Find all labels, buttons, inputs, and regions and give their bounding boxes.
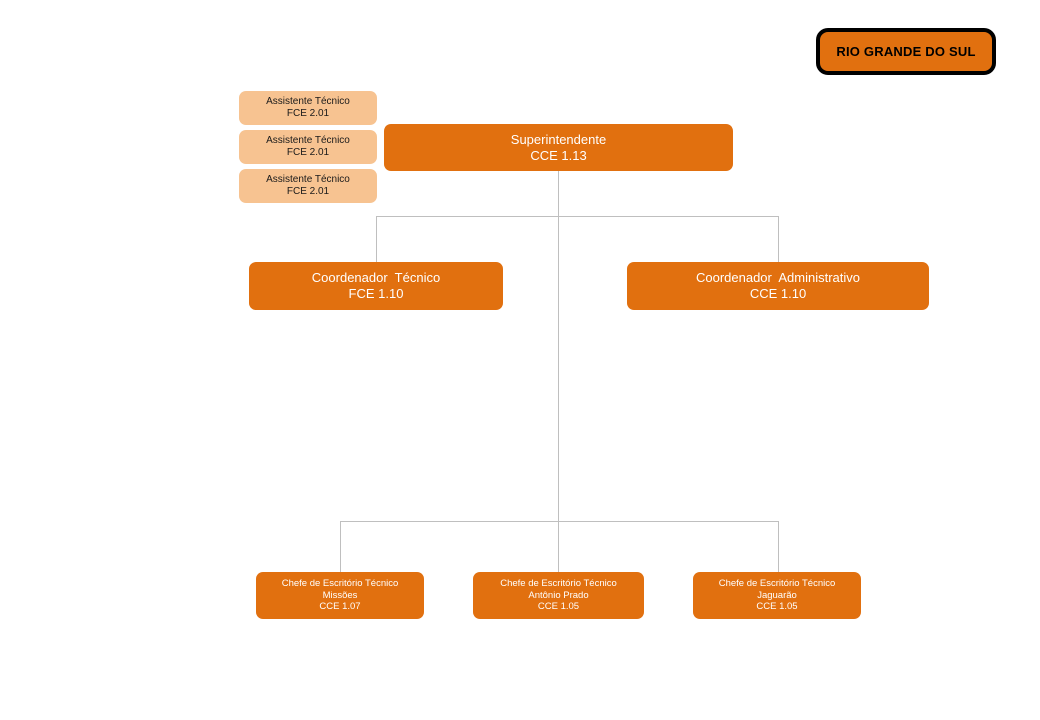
node-code: FCE 2.01: [286, 186, 330, 197]
connector-office-antonio-prado-drop: [558, 521, 559, 572]
node-coordenador-tecnico[interactable]: Coordenador Técnico FCE 1.10: [249, 262, 503, 310]
node-title: Coordenador Técnico: [311, 270, 441, 286]
node-location: Missões: [322, 589, 358, 601]
node-code: CCE 1.07: [319, 601, 361, 613]
node-location: Antônio Prado: [528, 589, 589, 601]
connector-superintendente-stem: [558, 171, 559, 521]
connector-office-jaguarao-drop: [778, 521, 779, 572]
connector-office-missoes-drop: [340, 521, 341, 572]
node-chefe-escritorio-antonio-prado[interactable]: Chefe de Escritório Técnico Antônio Prad…: [473, 572, 644, 619]
node-title: Chefe de Escritório Técnico: [281, 578, 399, 590]
node-assistente-tecnico-1[interactable]: Assistente Técnico FCE 2.01: [239, 91, 377, 125]
node-coordenador-administrativo[interactable]: Coordenador Administrativo CCE 1.10: [627, 262, 929, 310]
node-title: Coordenador Administrativo: [695, 270, 861, 286]
node-title: Assistente Técnico: [266, 95, 350, 107]
node-title: Superintendente: [510, 131, 607, 147]
node-title: Chefe de Escritório Técnico: [718, 578, 836, 590]
connector-offices-bar: [340, 521, 778, 522]
state-title-label: RIO GRANDE DO SUL: [836, 43, 976, 59]
connector-coordinator-administrativo-drop: [778, 216, 779, 262]
connector-coordinator-tecnico-drop: [376, 216, 377, 262]
state-title-plaque: RIO GRANDE DO SUL: [816, 28, 996, 75]
node-title: Chefe de Escritório Técnico: [500, 578, 617, 590]
node-chefe-escritorio-jaguarao[interactable]: Chefe de Escritório Técnico Jaguarão CCE…: [693, 572, 861, 619]
node-code: CCE 1.13: [530, 147, 587, 163]
node-code: CCE 1.05: [537, 601, 580, 613]
node-code: FCE 2.01: [286, 108, 330, 119]
node-assistente-tecnico-2[interactable]: Assistente Técnico FCE 2.01: [239, 130, 377, 164]
node-code: FCE 2.01: [286, 147, 330, 158]
node-location: Jaguarão: [757, 589, 797, 601]
node-title: Assistente Técnico: [266, 173, 350, 185]
node-code: CCE 1.10: [749, 286, 807, 301]
node-code: FCE 1.10: [348, 286, 404, 301]
node-assistente-tecnico-3[interactable]: Assistente Técnico FCE 2.01: [239, 169, 377, 203]
node-superintendente[interactable]: Superintendente CCE 1.13: [384, 124, 733, 171]
node-chefe-escritorio-missoes[interactable]: Chefe de Escritório Técnico Missões CCE …: [256, 572, 424, 619]
node-code: CCE 1.05: [756, 601, 798, 613]
node-title: Assistente Técnico: [266, 134, 350, 146]
connector-coordinators-bar: [376, 216, 779, 217]
